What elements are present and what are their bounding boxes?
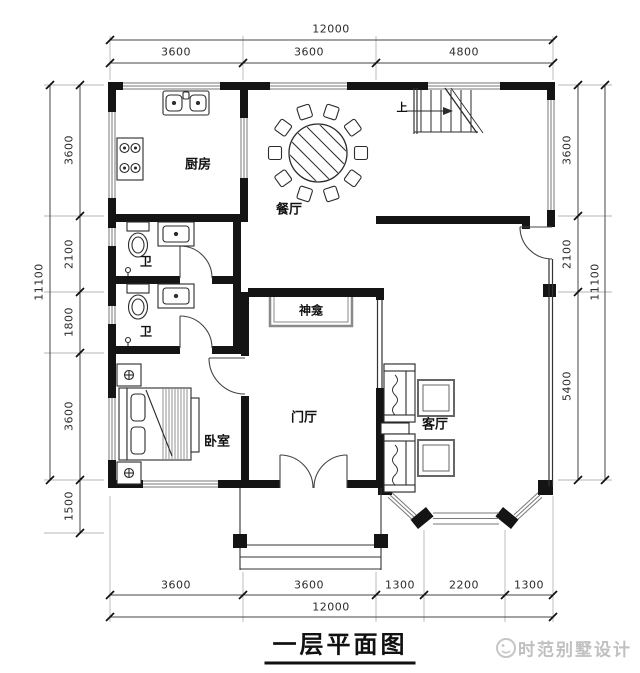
dim-right-total: 11100 — [588, 263, 602, 301]
dim-top-seg-1: 3600 — [161, 45, 191, 59]
dim-bottom-seg-3: 1300 — [385, 578, 415, 592]
watermark-text: 时范别墅设计 — [518, 640, 632, 661]
dim-left-seg-2: 2100 — [62, 239, 76, 269]
dining-table-set — [267, 103, 369, 203]
room-label-bath-upper: 卫 — [139, 254, 153, 269]
room-label-living: 客厅 — [421, 417, 449, 433]
staircase — [406, 87, 484, 134]
bedroom-furniture — [116, 363, 200, 485]
doors — [179, 226, 553, 489]
drawing-title-wrap: 一层平面图 — [264, 625, 416, 665]
dim-right-seg-3: 5400 — [560, 371, 574, 401]
dim-bottom-seg-1: 3600 — [161, 578, 191, 592]
dim-bottom-seg-4: 2200 — [449, 578, 479, 592]
dim-right-seg-1: 3600 — [560, 135, 574, 165]
room-label-bedroom: 卧室 — [203, 434, 231, 450]
windows — [108, 82, 555, 525]
room-label-kitchen: 厨房 — [184, 157, 212, 173]
shrine-table — [268, 297, 354, 328]
porch-steps — [233, 488, 388, 570]
room-label-foyer: 门厅 — [290, 410, 318, 426]
dim-left-seg-4: 3600 — [62, 401, 76, 431]
dim-top-seg-3: 4800 — [449, 45, 479, 59]
extension-lines — [44, 36, 612, 622]
dim-bottom-seg-5: 1300 — [514, 578, 544, 592]
drawing-title: 一层平面图 — [264, 630, 416, 665]
dim-top-seg-2: 3600 — [294, 45, 324, 59]
watermark-logo-icon — [496, 638, 516, 658]
living-furniture — [380, 363, 455, 493]
stair-up-label: 上 — [396, 101, 408, 114]
room-label-dining: 餐厅 — [275, 202, 303, 218]
room-label-shrine: 神龛 — [298, 303, 324, 318]
room-label-bath-lower: 卫 — [139, 324, 153, 339]
dim-top-total: 12000 — [312, 22, 350, 36]
dim-bottom-total: 12000 — [312, 600, 350, 614]
dim-left-seg-1: 3600 — [62, 135, 76, 165]
dimension-lines — [49, 39, 606, 618]
dimension-ticks — [45, 35, 610, 622]
dim-right-seg-2: 2100 — [560, 239, 574, 269]
bay-corner-blocks — [410, 507, 519, 529]
dim-left-seg-3: 1800 — [62, 307, 76, 337]
walls — [108, 82, 556, 495]
kitchen-sink — [162, 90, 210, 116]
bathroom-fixtures — [124, 221, 195, 346]
dim-left-total: 11100 — [32, 263, 46, 301]
dim-left-seg-5: 1500 — [62, 491, 76, 521]
dim-bottom-seg-2: 3600 — [294, 578, 324, 592]
stove — [116, 137, 144, 181]
